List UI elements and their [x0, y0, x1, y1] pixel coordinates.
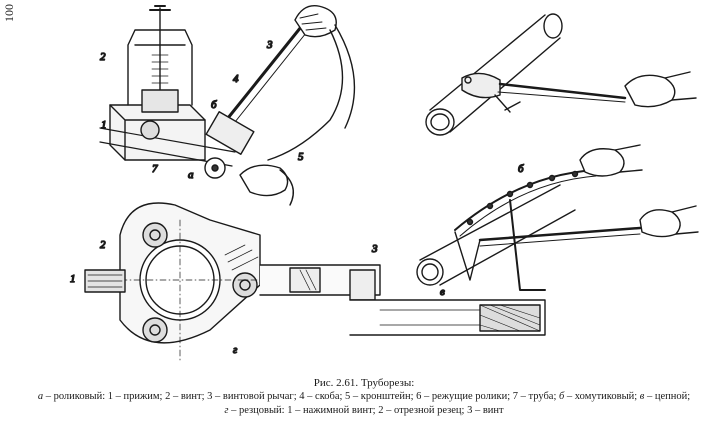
- label-fig-a: а: [188, 169, 194, 181]
- caption-a-key: а: [37, 391, 44, 402]
- label-3: 3: [266, 39, 273, 51]
- caption-line-1: а – роликовый: 1 – прижим; 2 – винт; 3 –…: [0, 390, 728, 404]
- caption-legend-a: 1 – прижим; 2 – винт; 3 – винтовой рычаг…: [107, 391, 560, 402]
- label-6: б: [211, 99, 217, 111]
- label-2: 2: [100, 51, 106, 63]
- caption-g-key: г: [224, 405, 229, 416]
- label-g-1: 1: [70, 273, 76, 285]
- caption-line-2: г – резцовый: 1 – нажимной винт; 2 – отр…: [0, 404, 728, 418]
- caption-v-text: – цепной;: [644, 391, 691, 402]
- label-5: 5: [298, 151, 304, 163]
- label-g-3: 3: [371, 243, 378, 255]
- caption-a-text: – роликовый:: [43, 391, 108, 402]
- caption-b-text: – хомутиковый;: [564, 391, 640, 402]
- figure-v-chain-cutter: [416, 144, 699, 291]
- label-7: 7: [152, 163, 158, 175]
- figure-pipe-cutters: 2 3 4 б 1 5 7 а б: [69, 5, 699, 361]
- label-fig-v: в: [440, 286, 445, 298]
- label-g-2: 2: [100, 239, 106, 251]
- label-1: 1: [101, 119, 107, 131]
- figure-caption: Рис. 2.61. Труборезы: а – роликовый: 1 –…: [0, 376, 728, 418]
- label-fig-g: г: [233, 344, 238, 356]
- label-fig-b: б: [518, 163, 524, 175]
- caption-title: Рис. 2.61. Труборезы:: [313, 377, 415, 389]
- figure-a-roller-cutter: [99, 5, 356, 206]
- caption-g-text: – резцовый: 1 – нажимной винт; 2 – отрез…: [228, 405, 504, 416]
- figure-b-clamp-cutter: [425, 13, 697, 136]
- label-4: 4: [233, 73, 239, 85]
- caption-v-key: в: [639, 391, 645, 402]
- caption-b-key: б: [559, 391, 565, 402]
- figure-g-tool-cutter: [84, 202, 546, 361]
